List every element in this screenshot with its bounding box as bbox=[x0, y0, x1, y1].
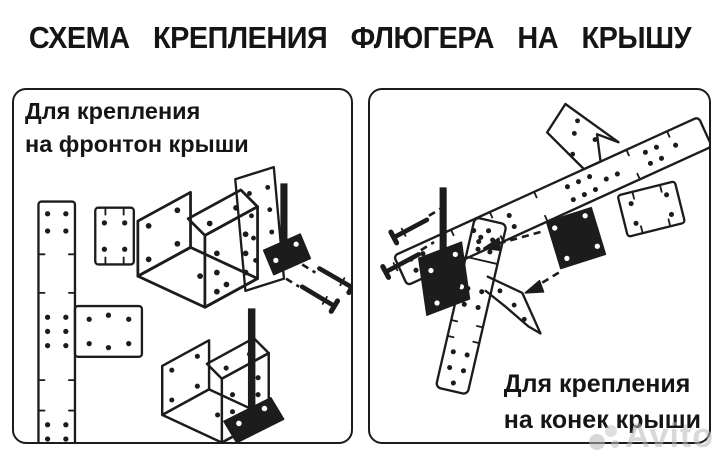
ridge-bracket-drawing bbox=[435, 217, 542, 395]
ridge-mount-panel: Для крепления на конек крыши bbox=[368, 88, 711, 444]
ridge-label-line1: Для крепления bbox=[503, 370, 691, 398]
gable-mount-panel: Для крепления на фронтон крыши bbox=[12, 88, 353, 444]
z-bracket-drawing bbox=[136, 188, 259, 309]
clamp-plate-drawing bbox=[94, 206, 135, 266]
ridge-label-line2: на конек крыши bbox=[503, 405, 701, 434]
assembled-bracket-drawing bbox=[160, 308, 285, 442]
wall-strip-drawing bbox=[37, 200, 144, 442]
gable-label-line1: Для крепления bbox=[25, 98, 201, 124]
ridge-panel-label: Для крепления на конек крыши bbox=[504, 367, 701, 438]
assembly-arrow-icon bbox=[482, 230, 560, 294]
ridge-mount-diagram bbox=[370, 102, 709, 395]
gable-panel-label: Для крепления на фронтон крыши bbox=[25, 95, 249, 162]
screws-drawing bbox=[285, 263, 351, 311]
clamp-plate-drawing bbox=[617, 180, 686, 238]
mast-rod-drawing bbox=[418, 187, 471, 316]
ridge-strip-drawing bbox=[393, 102, 709, 286]
cover-plate-drawing bbox=[545, 206, 607, 270]
gable-label-line2: на фронтон крыши bbox=[25, 131, 249, 158]
gable-mount-diagram bbox=[37, 165, 351, 442]
mast-rod-drawing bbox=[262, 183, 312, 276]
screws-drawing bbox=[383, 206, 443, 278]
page-title: СХЕМА КРЕПЛЕНИЯ ФЛЮГЕРА НА КРЫШУ bbox=[28, 20, 692, 55]
